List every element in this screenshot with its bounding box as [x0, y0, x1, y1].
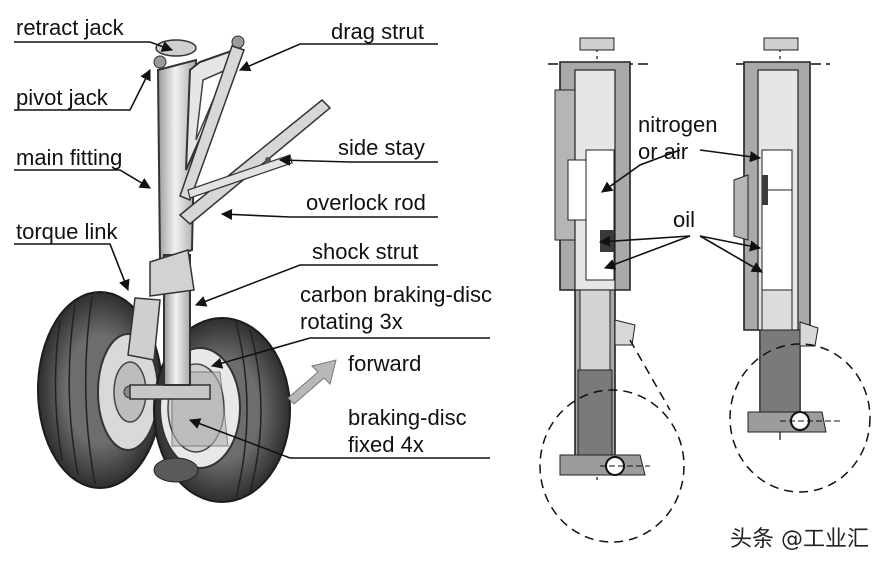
- label-pivot-jack: pivot jack: [16, 85, 108, 110]
- label-torque-link: torque link: [16, 219, 118, 244]
- label-shock-strut: shock strut: [312, 239, 419, 264]
- strut-cutaway-2: [729, 37, 871, 493]
- leader-lines-left: [14, 41, 490, 459]
- label-oil: oil: [673, 207, 696, 232]
- label-overlock-rod: overlock rod: [306, 190, 426, 215]
- label-main-fitting: main fitting: [16, 145, 123, 170]
- label-drag-strut: drag strut: [331, 19, 424, 44]
- label-side-stay: side stay: [338, 135, 425, 160]
- label-nitrogen-line1: nitrogen: [638, 112, 718, 137]
- forward-arrow: [287, 359, 337, 405]
- strut-cutaway-1: [539, 37, 685, 543]
- label-retract-jack: retract jack: [16, 15, 124, 40]
- label-carbon-disc-line1: carbon braking-disc: [300, 282, 492, 307]
- stays: [178, 45, 332, 225]
- leader-lines-right: [598, 149, 763, 273]
- landing-gear-3d: [37, 35, 337, 503]
- label-braking-disc-line2: fixed 4x: [348, 432, 424, 457]
- label-braking-disc-line1: braking-disc: [348, 405, 467, 430]
- label-nitrogen-line2: or air: [638, 139, 689, 164]
- watermark: 头条 @工业汇: [730, 527, 869, 552]
- label-carbon-disc-line2: rotating 3x: [300, 309, 403, 334]
- label-forward: forward: [348, 351, 422, 376]
